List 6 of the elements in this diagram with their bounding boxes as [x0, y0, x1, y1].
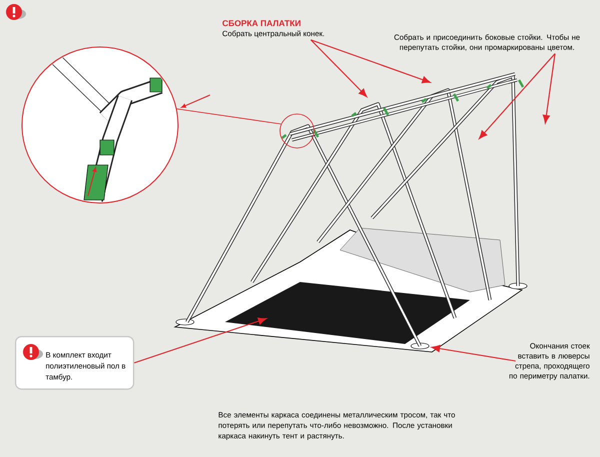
- leader-arrow: [134, 318, 267, 364]
- leader-arrow: [542, 54, 556, 124]
- leader-arrow: [310, 39, 431, 84]
- leader-arrow: [478, 53, 556, 139]
- leader-arrow: [310, 40, 368, 98]
- leader-arrow: [432, 345, 516, 362]
